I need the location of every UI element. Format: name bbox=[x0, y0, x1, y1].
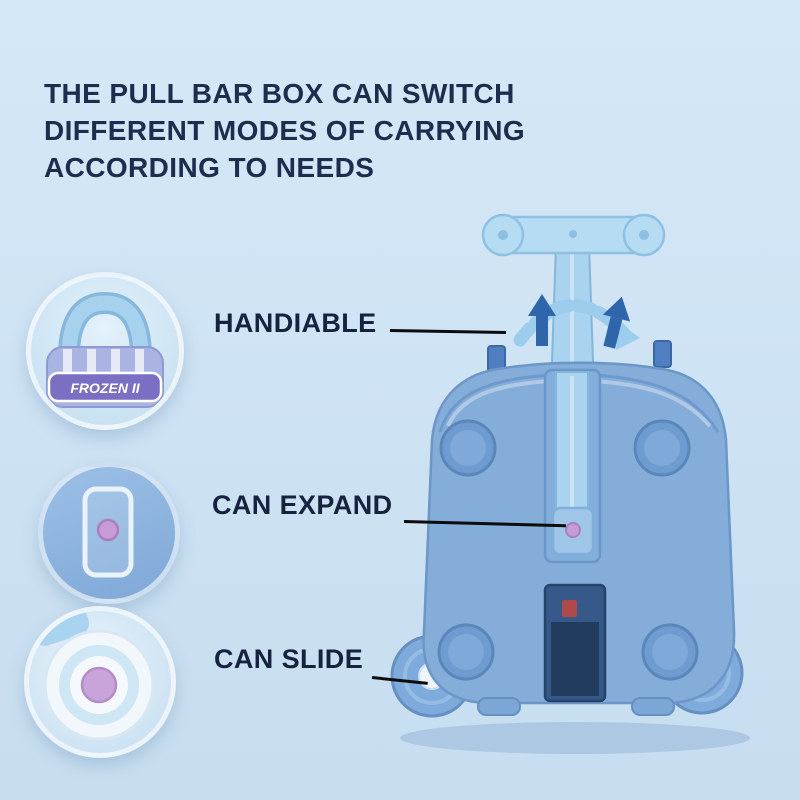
callout-label-expand: CAN EXPAND bbox=[212, 490, 393, 520]
case-stripe bbox=[135, 349, 144, 373]
inset-expand-photo bbox=[38, 462, 180, 604]
toy-handle-icon bbox=[61, 295, 149, 365]
ground-shadow bbox=[400, 722, 750, 754]
headline: THE PULL BAR BOX CAN SWITCH DIFFERENT MO… bbox=[44, 76, 525, 187]
inset-handle-photo: FROZEN II bbox=[26, 272, 184, 430]
rotate-arrow-head bbox=[616, 322, 640, 350]
case-stripe bbox=[87, 349, 96, 373]
expand-button bbox=[565, 522, 581, 538]
headline-line-2: DIFFERENT MODES OF CARRYING bbox=[44, 114, 526, 146]
back-recess-circles bbox=[437, 419, 699, 681]
expand-latch bbox=[551, 506, 595, 556]
pole-clip-right bbox=[653, 340, 672, 368]
foot-right bbox=[631, 697, 675, 716]
callout-label-slide: CAN SLIDE bbox=[214, 644, 364, 674]
inset-wheel-photo bbox=[24, 606, 176, 758]
brand-banner bbox=[47, 371, 163, 403]
callout-label-handle: HANDIABLE bbox=[214, 308, 377, 338]
up-arrow-right bbox=[602, 296, 631, 349]
foot-left bbox=[477, 697, 521, 716]
bottom-slot bbox=[543, 583, 607, 703]
up-arrow-left bbox=[528, 294, 556, 346]
headline-line-3: ACCORDING TO NEEDS bbox=[44, 151, 375, 183]
brand-text: FROZEN II bbox=[70, 380, 140, 396]
product-illustration bbox=[390, 213, 750, 754]
case-stripe bbox=[111, 349, 120, 373]
extend-arrows bbox=[513, 294, 640, 350]
pole-channel bbox=[543, 368, 602, 564]
case-stripe bbox=[63, 349, 72, 373]
wheel-hub bbox=[80, 666, 118, 704]
latch-button-icon bbox=[96, 518, 120, 542]
slot-red-accent bbox=[562, 600, 577, 617]
headline-line-1: THE PULL BAR BOX CAN SWITCH bbox=[44, 78, 515, 109]
trolley-handle bbox=[481, 213, 666, 257]
